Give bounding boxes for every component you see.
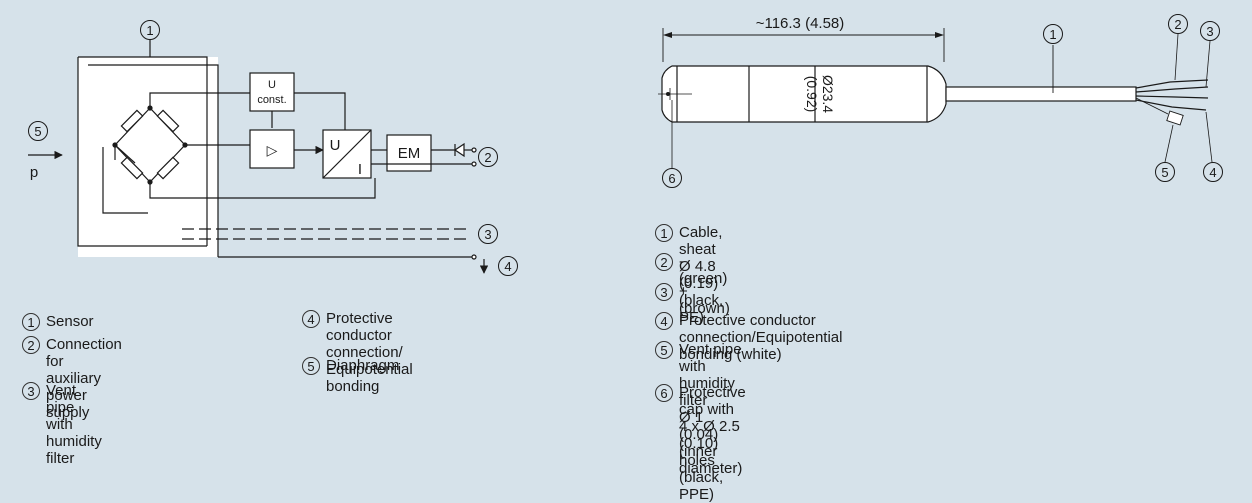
legend-number-badge: 2: [655, 253, 673, 271]
callout-4-circle: [498, 256, 518, 276]
sensor-housing-outer: [88, 64, 219, 257]
left-legend-item: 4 Protective conductor connection/ Equip…: [302, 310, 413, 395]
diameter-dimension: Ø23.4 (0.92): [804, 75, 836, 113]
callout-3-circle: [478, 224, 498, 244]
probe-callout-4-number: 4: [1209, 165, 1216, 180]
callout-5-circle: [28, 121, 48, 141]
legend-number-badge: 1: [22, 313, 40, 331]
right-callouts: [662, 14, 1223, 188]
ui-label-u: U: [330, 137, 341, 154]
sensor-housing-back: [78, 57, 218, 257]
probe-callout-4-circle: [1203, 162, 1223, 182]
legend-number-badge: 3: [22, 382, 40, 400]
em-block: [386, 134, 432, 172]
legend-text: Cable, sheat Ø 4.8 (0.19) (black, PE): [679, 224, 724, 326]
legend-number-badge: 1: [655, 224, 673, 242]
probe-callout-6-number: 6: [668, 171, 675, 186]
diagram-canvas: 1 2 3 4 5 U const. ▷ U I EM p: [22, 14, 1223, 503]
ui-label-i: I: [358, 161, 362, 178]
callout-2-number: 2: [484, 150, 491, 165]
length-dimension-label: ~116.3 (4.58): [756, 15, 845, 32]
callout-4-number: 4: [504, 259, 511, 274]
probe-callout-5-circle: [1155, 162, 1175, 182]
left-legend-item: 5 Diaphragm: [302, 357, 399, 375]
sensor-housing-front: [77, 56, 208, 247]
u-const-label-const: const.: [257, 94, 286, 106]
amplifier-symbol: ▷: [267, 142, 278, 158]
probe-callout-3-circle: [1200, 21, 1220, 41]
probe-body: [661, 65, 947, 123]
em-label: EM: [398, 145, 421, 162]
circuit-block-labels: U const. ▷ U I EM p: [30, 79, 420, 181]
right-legend-item: 2 - (green): [655, 253, 727, 287]
diameter-dimension-inch: (0.92): [804, 76, 820, 113]
legend-text: Protective cap with 4 x Ø 2.5 (0.10) hol…: [679, 384, 746, 503]
probe-callout-2-circle: [1168, 14, 1188, 34]
diagrams-svg: 1 2 3 4 5 U const. ▷ U I EM p: [28, 14, 1223, 276]
probe-callout-3-number: 3: [1206, 24, 1213, 39]
right-legend-item: 1 Cable, sheat Ø 4.8 (0.19) (black, PE): [655, 224, 723, 326]
probe-drawing: [658, 28, 1213, 168]
legend-number-badge: 4: [655, 312, 673, 330]
diameter-dimension-mm: Ø23.4: [820, 75, 836, 113]
right-callout-numbers: 1 2 3 4 5 6: [668, 17, 1216, 186]
callout-3-number: 3: [484, 227, 491, 242]
probe-callout-6-circle: [662, 168, 682, 188]
legend-text: Vent pipe with humidity filter: [46, 382, 102, 467]
diode-symbol: [453, 142, 465, 158]
callout-2-circle: [478, 147, 498, 167]
probe-cable: [945, 86, 1137, 102]
left-callout-numbers: 1 2 3 4 5: [34, 23, 511, 274]
legend-number-badge: 5: [302, 357, 320, 375]
pressure-label: p: [30, 164, 38, 181]
legend-text: Diaphragm: [326, 357, 400, 374]
callout-5-number: 5: [34, 124, 41, 139]
left-legend-item: 1 Sensor: [22, 313, 94, 331]
right-legend-item: 3 + (brown): [655, 283, 730, 317]
legend-number-badge: 2: [22, 336, 40, 354]
legend-number-badge: 6: [655, 384, 673, 402]
callout-1-circle: [140, 20, 160, 40]
legend-text: Connection for auxiliary power supply: [46, 336, 122, 421]
u-const-label-u: U: [268, 79, 276, 91]
vent-filter: [1166, 110, 1184, 126]
probe-callout-1-number: 1: [1049, 27, 1056, 42]
amplifier-block: [249, 129, 295, 169]
legend-text: - (green): [679, 253, 728, 287]
diaphragm-line: [102, 147, 148, 214]
legend-number-badge: 3: [655, 283, 673, 301]
legend-text: Protective conductor connection/Equipote…: [679, 312, 843, 363]
probe-callout-1-circle: [1043, 24, 1063, 44]
legend-number-badge: 5: [655, 341, 673, 359]
left-legend-item: 3 Vent pipe with humidity filter: [22, 382, 102, 467]
probe-callout-5-number: 5: [1161, 165, 1168, 180]
legend-text: Protective conductor connection/ Equipot…: [326, 310, 413, 395]
legend-text: + (brown): [679, 283, 730, 317]
right-legend-item: 4 Protective conductor connection/Equipo…: [655, 312, 842, 363]
callout-1-number: 1: [146, 23, 153, 38]
legend-text: Sensor: [46, 313, 94, 330]
probe-callout-2-number: 2: [1174, 17, 1181, 32]
legend-number-badge: 4: [302, 310, 320, 328]
circuit-diagram: [28, 40, 489, 274]
right-legend-item: 6 Protective cap with 4 x Ø 2.5 (0.10) h…: [655, 384, 746, 503]
left-callouts: [28, 20, 518, 276]
u-const-block: [249, 72, 295, 112]
left-legend-item: 2 Connection for auxiliary power supply: [22, 336, 122, 421]
